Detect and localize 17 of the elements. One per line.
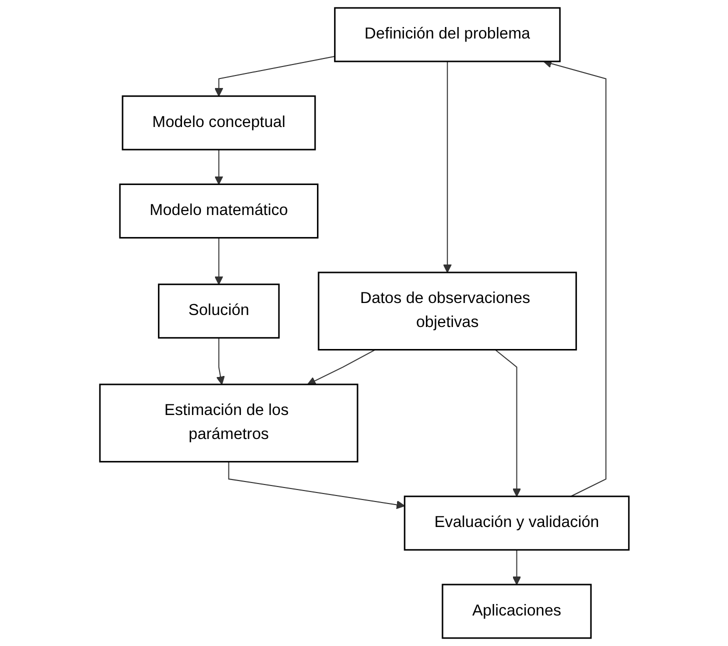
arrow xyxy=(228,461,405,510)
arrow xyxy=(214,237,223,285)
node-box: Evaluación y validación xyxy=(403,496,630,551)
node-box: Datos de observaciones objetivas xyxy=(317,272,577,350)
arrow xyxy=(214,149,223,185)
arrow xyxy=(442,60,452,273)
arrow xyxy=(214,56,335,96)
arrow xyxy=(216,337,224,385)
node-box: Estimación de los parámetros xyxy=(98,384,358,462)
node-box: Modelo matemático xyxy=(118,184,318,239)
node-box: Solución xyxy=(158,284,280,339)
arrow xyxy=(306,349,376,385)
node-box: Modelo conceptual xyxy=(121,95,316,150)
node-box: Definición del problema xyxy=(334,7,560,62)
node-box: Aplicaciones xyxy=(441,584,592,639)
arrow xyxy=(494,349,521,497)
arrow xyxy=(512,549,521,585)
